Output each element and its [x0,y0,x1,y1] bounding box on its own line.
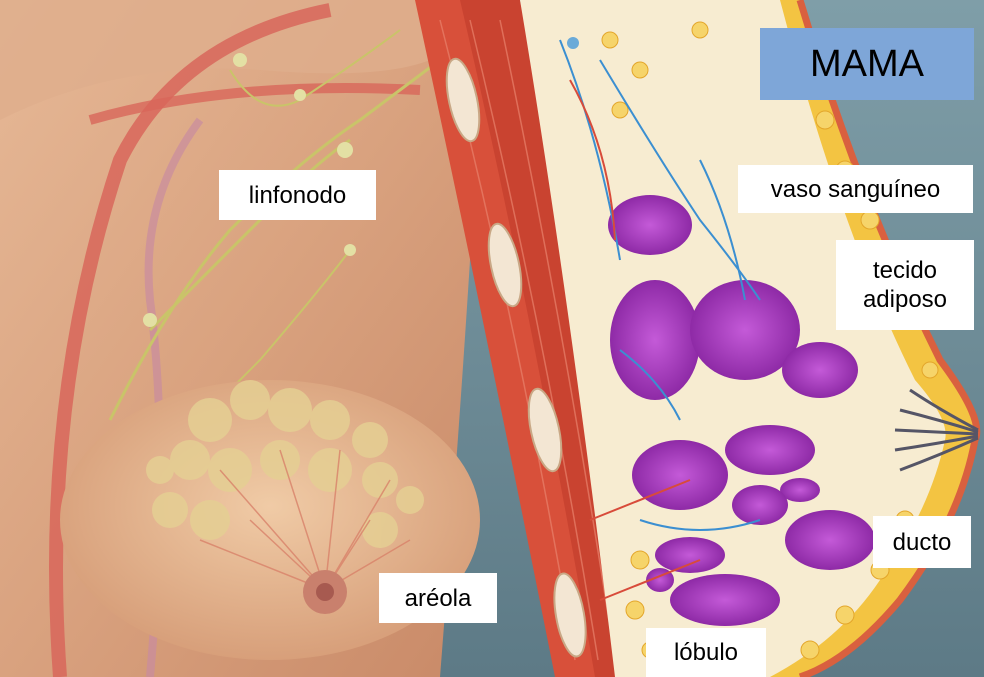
lymph-node [233,53,247,67]
nipple-shape [316,583,334,601]
label-lobulo: lóbulo [646,628,766,677]
lymph-node [344,244,356,256]
label-linfonodo: linfonodo [219,170,376,220]
label-vaso-sanguineo: vaso sanguíneo [738,165,973,213]
lymph-node [337,142,353,158]
label-ducto: ducto [873,516,971,568]
label-areola: aréola [379,573,497,623]
blood-drop [567,37,579,49]
lymph-node [294,89,306,101]
diagram-title: MAMA [760,28,974,100]
lymph-node [143,313,157,327]
label-tecido-adiposo: tecido adiposo [836,240,974,330]
